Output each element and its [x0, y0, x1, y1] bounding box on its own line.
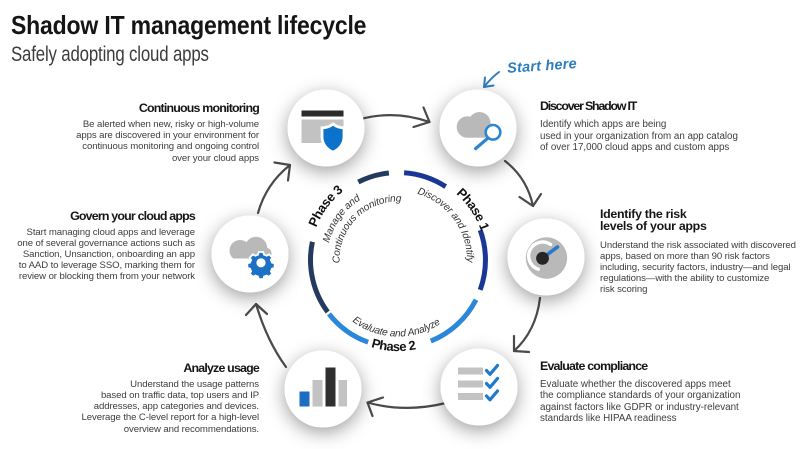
svg-text:Phase 2: Phase 2	[370, 335, 417, 354]
svg-text:Evaluate and Analyze: Evaluate and Analyze	[350, 315, 442, 340]
svg-text:Continuous monitoring: Continuous monitoring	[331, 193, 401, 263]
svg-text:Start here: Start here	[507, 56, 578, 77]
